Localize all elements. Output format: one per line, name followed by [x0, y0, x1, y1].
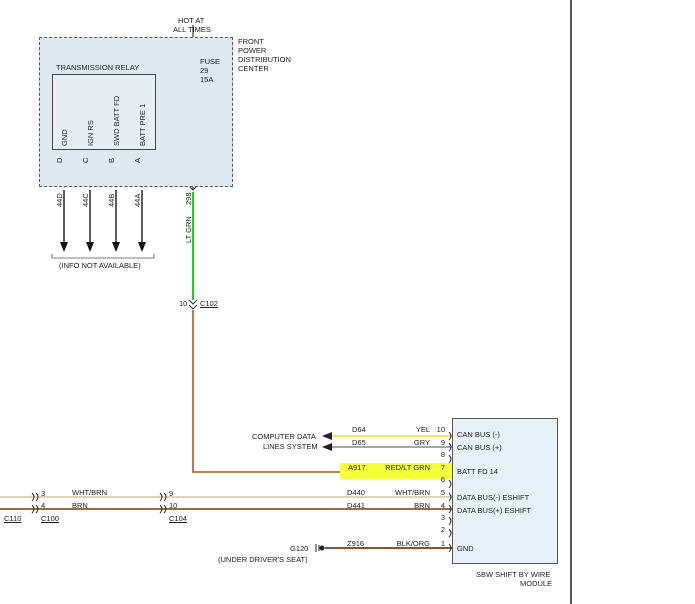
feed-pin-298: 298	[184, 192, 193, 205]
can-minus-arrow	[322, 432, 332, 440]
sbw-module-box[interactable]	[452, 418, 558, 564]
pdc-label-1: FRONT	[238, 37, 264, 46]
relay-arrowheads	[60, 242, 146, 252]
pin-1: 1	[440, 539, 445, 548]
info-bracket	[51, 254, 155, 259]
pin-10: 10	[436, 425, 445, 434]
pdc-label-2: POWER	[238, 46, 267, 55]
ground-symbol	[315, 544, 325, 552]
fuse-rating: 15A	[200, 75, 214, 84]
color-gry: GRY	[413, 438, 430, 447]
color-yel: YEL	[415, 425, 430, 434]
color-brn: BRN	[414, 501, 430, 510]
pdc-label-3: DISTRIBUTION	[238, 55, 291, 64]
pin-9: 9	[440, 438, 445, 447]
pin-7: 7	[440, 463, 445, 472]
can-plus-arrow	[322, 443, 332, 451]
bus-wire2-color: BRN	[72, 501, 88, 510]
relay-pin-name-d: GND	[60, 129, 69, 146]
color-blk-org: BLK/ORG	[396, 539, 430, 548]
info-not-available: (INFO NOT AVAILABLE)	[59, 261, 141, 270]
relay-pin-letter-c: C	[81, 157, 90, 163]
relay-title: TRANSMISSION RELAY	[56, 63, 140, 72]
relay-pin-name-b: SWD BATT FD	[112, 95, 121, 146]
module-pin-chevrons	[448, 431, 452, 553]
c104-pin-9: 9	[169, 489, 174, 498]
color-wht-brn: WHT/BRN	[395, 488, 430, 497]
relay-wire-44d: 44D	[55, 193, 64, 207]
pin-3: 3	[440, 513, 445, 522]
c104-connector-label[interactable]: C104	[169, 514, 187, 523]
c102-connector-label[interactable]: C102	[200, 299, 218, 308]
c102-connector-chevron	[188, 299, 198, 310]
transmission-relay-box	[52, 74, 156, 150]
relay-pin-letter-b: B	[107, 157, 116, 163]
c110-pin-3: 3	[41, 489, 46, 498]
module-name-line2: MODULE	[520, 579, 553, 588]
c110-pin-4: 4	[41, 501, 46, 510]
pin-8: 8	[440, 450, 445, 459]
circuit-d64: D64	[352, 425, 366, 434]
bus-wire1-color: WHT/BRN	[72, 488, 107, 497]
ground-location: (UNDER DRIVER'S SEAT)	[218, 555, 308, 564]
feed-wire-color: LT GRN	[184, 216, 193, 243]
all-times-label: ALL TIMES	[173, 25, 211, 34]
fuse-label: FUSE	[200, 57, 221, 66]
c100-connector-label[interactable]: C100	[41, 514, 59, 523]
circuit-a917: A917	[348, 463, 366, 472]
relay-pin-name-c: IGN RS	[86, 120, 95, 146]
pin-6: 6	[440, 475, 445, 484]
circuit-d65: D65	[352, 438, 366, 447]
fn-can-bus-plus: CAN BUS (+)	[457, 443, 502, 452]
c102-pin: 10	[179, 299, 188, 308]
pdc-label-4: CENTER	[238, 64, 269, 73]
c110-chevrons	[31, 492, 39, 514]
module-name-line1: SBW SHIFT BY WIRE	[476, 570, 551, 579]
computer-data-label-2: LINES SYSTEM	[263, 442, 318, 451]
fn-gnd: GND	[457, 544, 474, 553]
relay-wire-44c: 44C	[81, 193, 90, 207]
relay-wire-44a: 44A	[133, 193, 142, 207]
relay-wire-44b: 44B	[107, 193, 116, 207]
fn-data-bus-plus: DATA BUS(+) ESHIFT	[457, 506, 532, 515]
fn-batt-fd-14: BATT FD 14	[457, 467, 498, 476]
c104-pin-10: 10	[169, 501, 178, 510]
pin-5: 5	[440, 488, 445, 497]
circuit-d440: D440	[347, 488, 365, 497]
relay-pin-letter-a: A	[133, 157, 142, 163]
relay-pin-letter-d: D	[55, 157, 64, 163]
pdc-connector-chevron	[188, 185, 198, 191]
pane-separator[interactable]	[570, 0, 572, 604]
c104-chevrons	[159, 492, 167, 514]
fuse-number: 29	[200, 66, 209, 75]
pin-4: 4	[440, 501, 445, 510]
color-red-lt-grn: RED/LT GRN	[385, 463, 430, 472]
c110-connector-label[interactable]: C110	[4, 514, 22, 523]
fn-data-bus-minus: DATA BUS(-) ESHIFT	[457, 493, 530, 502]
circuit-z916: Z916	[347, 539, 365, 548]
computer-data-label-1: COMPUTER DATA	[252, 432, 316, 441]
ground-id: G120	[290, 544, 309, 553]
hot-at-label: HOT AT	[178, 16, 205, 25]
relay-pin-name-a: BATT PRE 1	[138, 103, 147, 146]
circuit-d441: D441	[347, 501, 365, 510]
fn-can-bus-minus: CAN BUS (-)	[457, 430, 500, 439]
pin-2: 2	[440, 525, 445, 534]
